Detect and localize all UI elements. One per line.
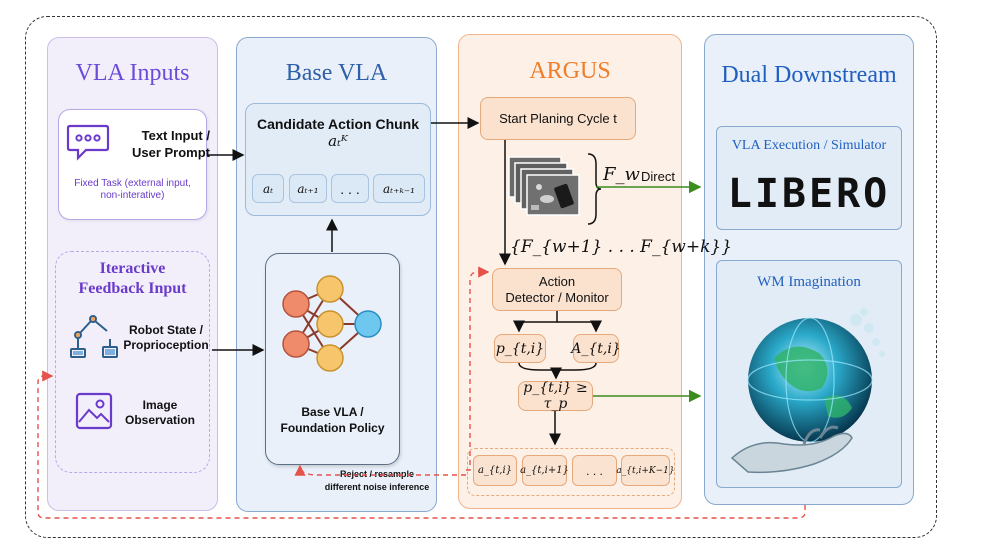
feedback-title: Iteractive Feedback Input [55,259,210,299]
candidate-chunk-title: Candidate Action Chunk [256,116,420,132]
arrow-detector-to-p [513,311,558,333]
text-input-box [58,109,207,220]
reject-line1: Reject / resample [339,469,415,479]
exec-box [716,126,902,230]
policy-line2: Foundation Policy [280,421,385,435]
argus-title: ARGUS [529,58,611,84]
vla-inputs-title: VLA Inputs [75,60,190,86]
reject-line2: different noise inference [324,482,430,492]
arrow-reject-to-policy [294,464,466,476]
detector-line1: Action [538,273,576,289]
arrow-feedback-loop [37,370,806,519]
feedback-title-line1: Iteractive [99,260,166,277]
image-observation-label: Image Observation [117,398,203,428]
future-frames-label: {F_{w+1} . . . F_{w+k}} [510,237,733,257]
policy-line1: Base VLA / [301,405,364,419]
libero-logo-icon: LIBERO [716,168,902,220]
detector-label: Action Detector / Monitor [505,274,608,306]
direct-label: Direct [641,169,675,184]
globe-hand-icon [730,308,885,474]
fixed-task-line2: non-interative) [100,190,165,201]
fixed-task-line1: Fixed Task (external input, [74,178,191,189]
chunk-token: aₜ₊ₖ₋₁ [373,174,425,203]
chunk-token: aₜ₊₁ [289,174,327,203]
start-cycle-box: Start Planing Cycle t [480,97,636,140]
feedback-input-box [55,251,210,473]
frames-stack [508,156,580,216]
wm-title: WM Imagination [757,274,861,290]
chat-icon [66,124,110,161]
candidate-chunk-symbol: aₜᴷ [328,132,348,150]
argus-token-ellipsis: . . . [572,455,617,486]
fixed-task-note: Fixed Task (external input, non-interati… [58,178,207,202]
arrow-detector-to-a [557,320,602,333]
robot-arm-icon [70,315,118,358]
argus-token-row [467,448,675,496]
base-vla-title: Base VLA [285,60,388,86]
feedback-title-line2: Feedback Input [78,280,187,297]
fw-label: F_w [603,164,640,185]
a-box: A_{t,i} [571,334,621,363]
argus-token: a_{t,i} [473,455,517,486]
robot-state-line1: Robot State / [129,323,203,337]
chunk-token: aₜ [252,174,284,203]
argus-token: a_{t,i+1} [520,455,569,486]
robot-state-line2: Proprioception [123,338,209,352]
start-cycle-label: Start Planing Cycle t [499,111,617,126]
detector-line2: Detector / Monitor [505,289,609,305]
reject-label: Reject / resample different noise infere… [318,468,436,494]
text-input-label: Text Input / User Prompt [112,127,210,161]
chunk-token-ellipsis: . . . [331,174,369,203]
libero-logo-text: LIBERO [727,171,891,217]
policy-label: Base VLA / Foundation Policy [265,404,400,436]
arrow-reject-loop [466,266,490,471]
fw-brace [587,153,602,225]
downstream-title: Dual Downstream [721,62,897,88]
arrow-merge-to-threshold [518,362,597,378]
outer-frame [25,16,937,538]
neural-network-icon [282,275,382,372]
image-observation-line2: Observation [124,413,196,427]
image-observation-line1: Image [142,398,178,412]
threshold-box: p_{t,i} ≥ τ_p [518,380,593,412]
image-icon [75,392,113,430]
text-input-line1: Text Input / [141,128,210,143]
detector-box: Action Detector / Monitor [492,268,622,311]
argus-token: a_{t,i+K−1} [616,455,675,486]
exec-title: VLA Execution / Simulator [731,138,887,153]
p-box: p_{t,i} [494,334,546,363]
text-input-line2: User Prompt [131,145,210,160]
robot-state-label: Robot State / Proprioception [118,323,214,353]
